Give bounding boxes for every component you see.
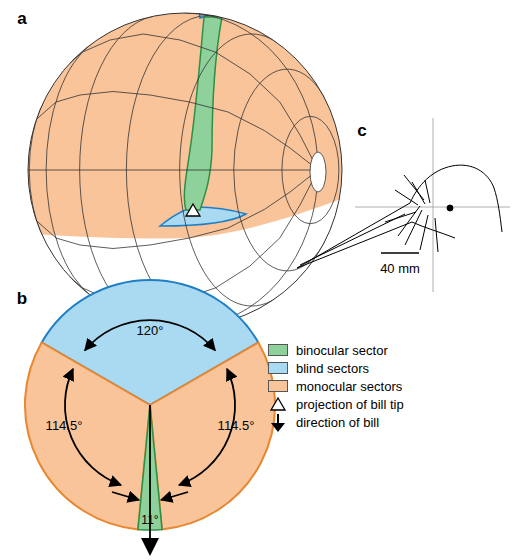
bird-head-sketch [297, 118, 510, 292]
angle-value: 120° [137, 323, 164, 338]
panel-letter: b [17, 291, 27, 306]
bill-direction-arrow [141, 538, 159, 556]
bill-tip-marker [186, 204, 200, 216]
legend-swatch [268, 344, 288, 356]
legend-triangle-sample [271, 398, 285, 410]
visual-field-globe [0, 0, 360, 327]
legend-text: monocular sectors [296, 379, 402, 394]
legend-arrow-sample [277, 414, 279, 424]
panel-letter: c [357, 123, 366, 138]
scale-bar-label: 40 mm [380, 261, 420, 276]
legend-swatch [268, 362, 288, 374]
angle-value: 11° [141, 513, 158, 528]
sector-diagram [25, 280, 275, 556]
legend-text: direction of bill [296, 415, 379, 430]
legend-text: projection of bill tip [296, 397, 404, 412]
legend-text: binocular sector [296, 343, 388, 358]
legend-swatch [268, 380, 288, 392]
angle-value: 114.5° [46, 418, 83, 433]
legend-arrow-head [271, 423, 285, 432]
legend-text: blind sectors [296, 361, 369, 376]
angle-value: 114.5° [218, 418, 255, 433]
panel-letter: a [17, 11, 26, 26]
